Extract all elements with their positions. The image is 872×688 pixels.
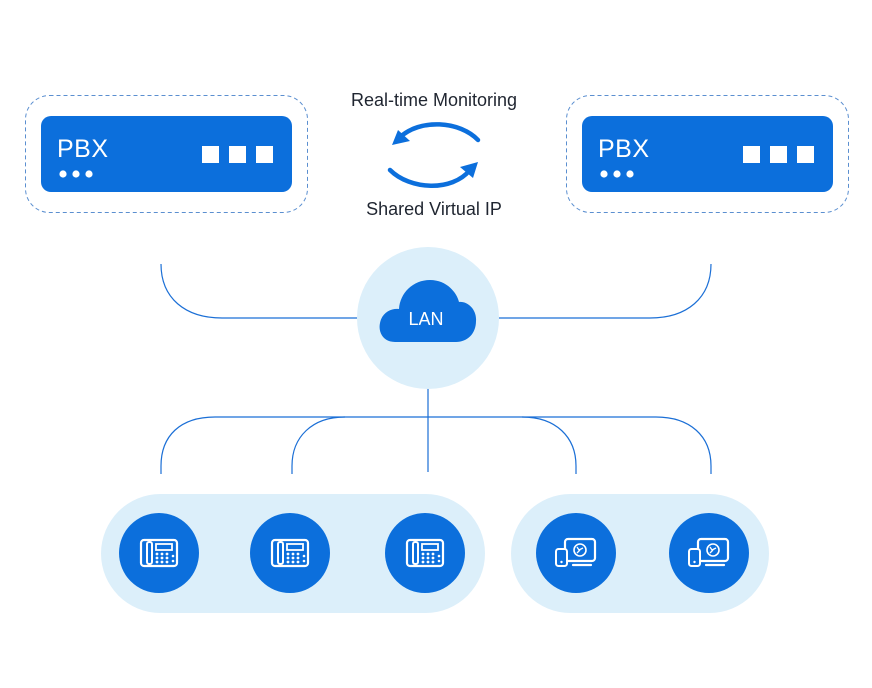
pbx-right-ports	[743, 146, 814, 163]
pbx-left-status-dots	[59, 170, 93, 178]
pbx-right-label: PBX	[598, 135, 650, 163]
pbx-left-box	[41, 116, 292, 192]
device-softphone-1	[536, 513, 616, 593]
pbx-server-left: PBX	[25, 95, 308, 213]
pbx-right-status-dots	[600, 170, 634, 178]
lan-label: LAN	[408, 309, 443, 329]
pbx-server-right: PBX	[566, 95, 849, 213]
sync-arrows-icon	[387, 122, 481, 188]
connection-lines	[160, 263, 712, 474]
device-desk-phone-1	[119, 513, 199, 593]
pbx-left-label: PBX	[57, 135, 109, 163]
top-caption: Real-time Monitoring	[351, 90, 517, 110]
pbx-right-box	[582, 116, 833, 192]
device-desk-phone-3	[385, 513, 465, 593]
lan-cloud: LAN	[357, 247, 499, 389]
device-desk-phone-2	[250, 513, 330, 593]
cloud-icon	[379, 280, 477, 342]
device-softphone-2	[669, 513, 749, 593]
pbx-left-ports	[202, 146, 273, 163]
bottom-caption: Shared Virtual IP	[366, 199, 502, 219]
